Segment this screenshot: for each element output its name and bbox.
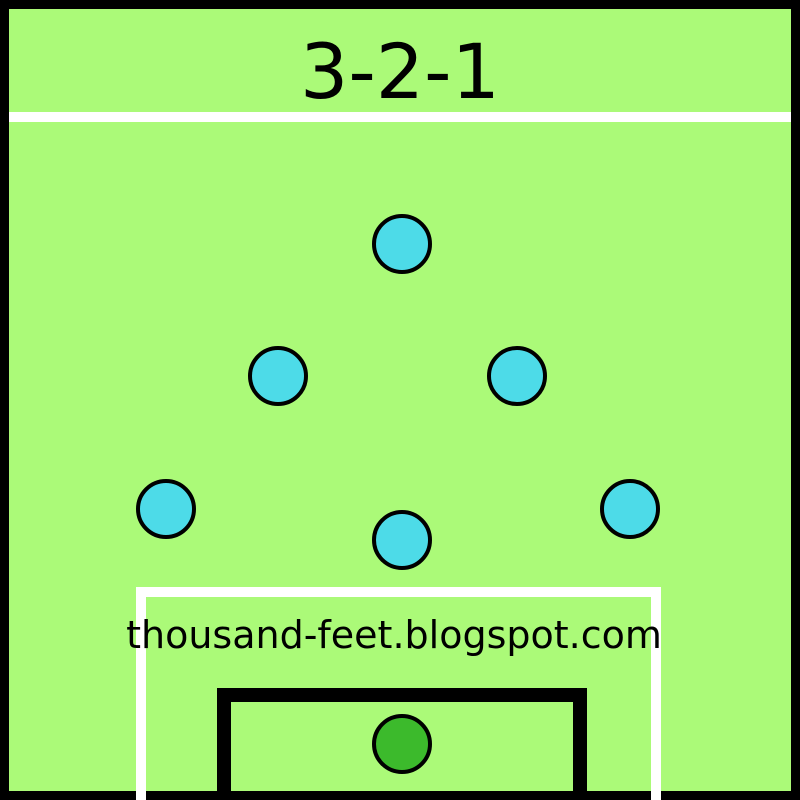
player-midfielder-right <box>487 346 547 406</box>
player-forward <box>372 214 432 274</box>
player-goalkeeper <box>372 714 432 774</box>
formation-title: 3-2-1 <box>300 27 500 116</box>
pitch-grass <box>9 9 791 791</box>
players-layer <box>136 214 660 774</box>
player-midfielder-left <box>248 346 308 406</box>
player-defender-center <box>372 510 432 570</box>
penalty-box <box>136 587 661 800</box>
player-defender-left <box>136 479 196 539</box>
goal-area <box>217 688 587 800</box>
player-defender-right <box>600 479 660 539</box>
halfway-line <box>9 112 791 122</box>
credit-text: thousand-feet.blogspot.com <box>126 613 662 657</box>
